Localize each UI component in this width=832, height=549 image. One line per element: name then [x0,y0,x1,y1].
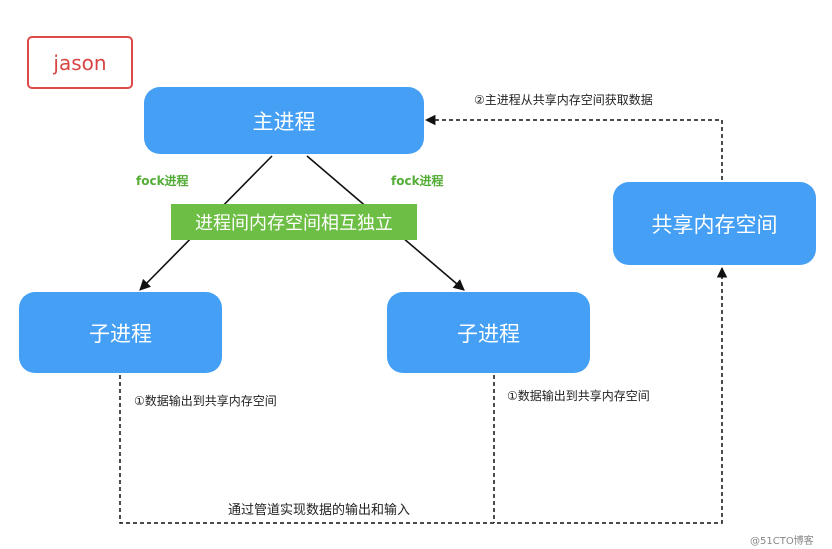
shared-memory-label: 共享内存空间 [651,212,778,237]
isolation-banner: 进程间内存空间相互独立 [171,204,417,240]
main-process-label: 主进程 [252,109,316,134]
fork-label-left: fock进程 [136,174,189,188]
main-process-node: 主进程 [144,87,424,154]
output-label-right: ①数据输出到共享内存空间 [507,389,650,403]
child-process-label-right: 子进程 [457,321,520,346]
output-label-left: ①数据输出到共享内存空间 [134,394,277,408]
pipe-label: 通过管道实现数据的输出和输入 [228,503,411,518]
pipe-dashed-path [119,266,728,524]
child-process-node-left: 子进程 [19,292,222,373]
watermark: @51CTO博客 [750,536,814,547]
fork-label-right: fock进程 [391,174,444,188]
read-dashed-path [424,114,723,180]
child-process-label-left: 子进程 [89,321,152,346]
read-from-shared-label: ②主进程从共享内存空间获取数据 [474,93,653,107]
author-tag: jason [27,36,133,89]
child-process-node-right: 子进程 [387,292,590,373]
shared-memory-node: 共享内存空间 [613,182,816,265]
